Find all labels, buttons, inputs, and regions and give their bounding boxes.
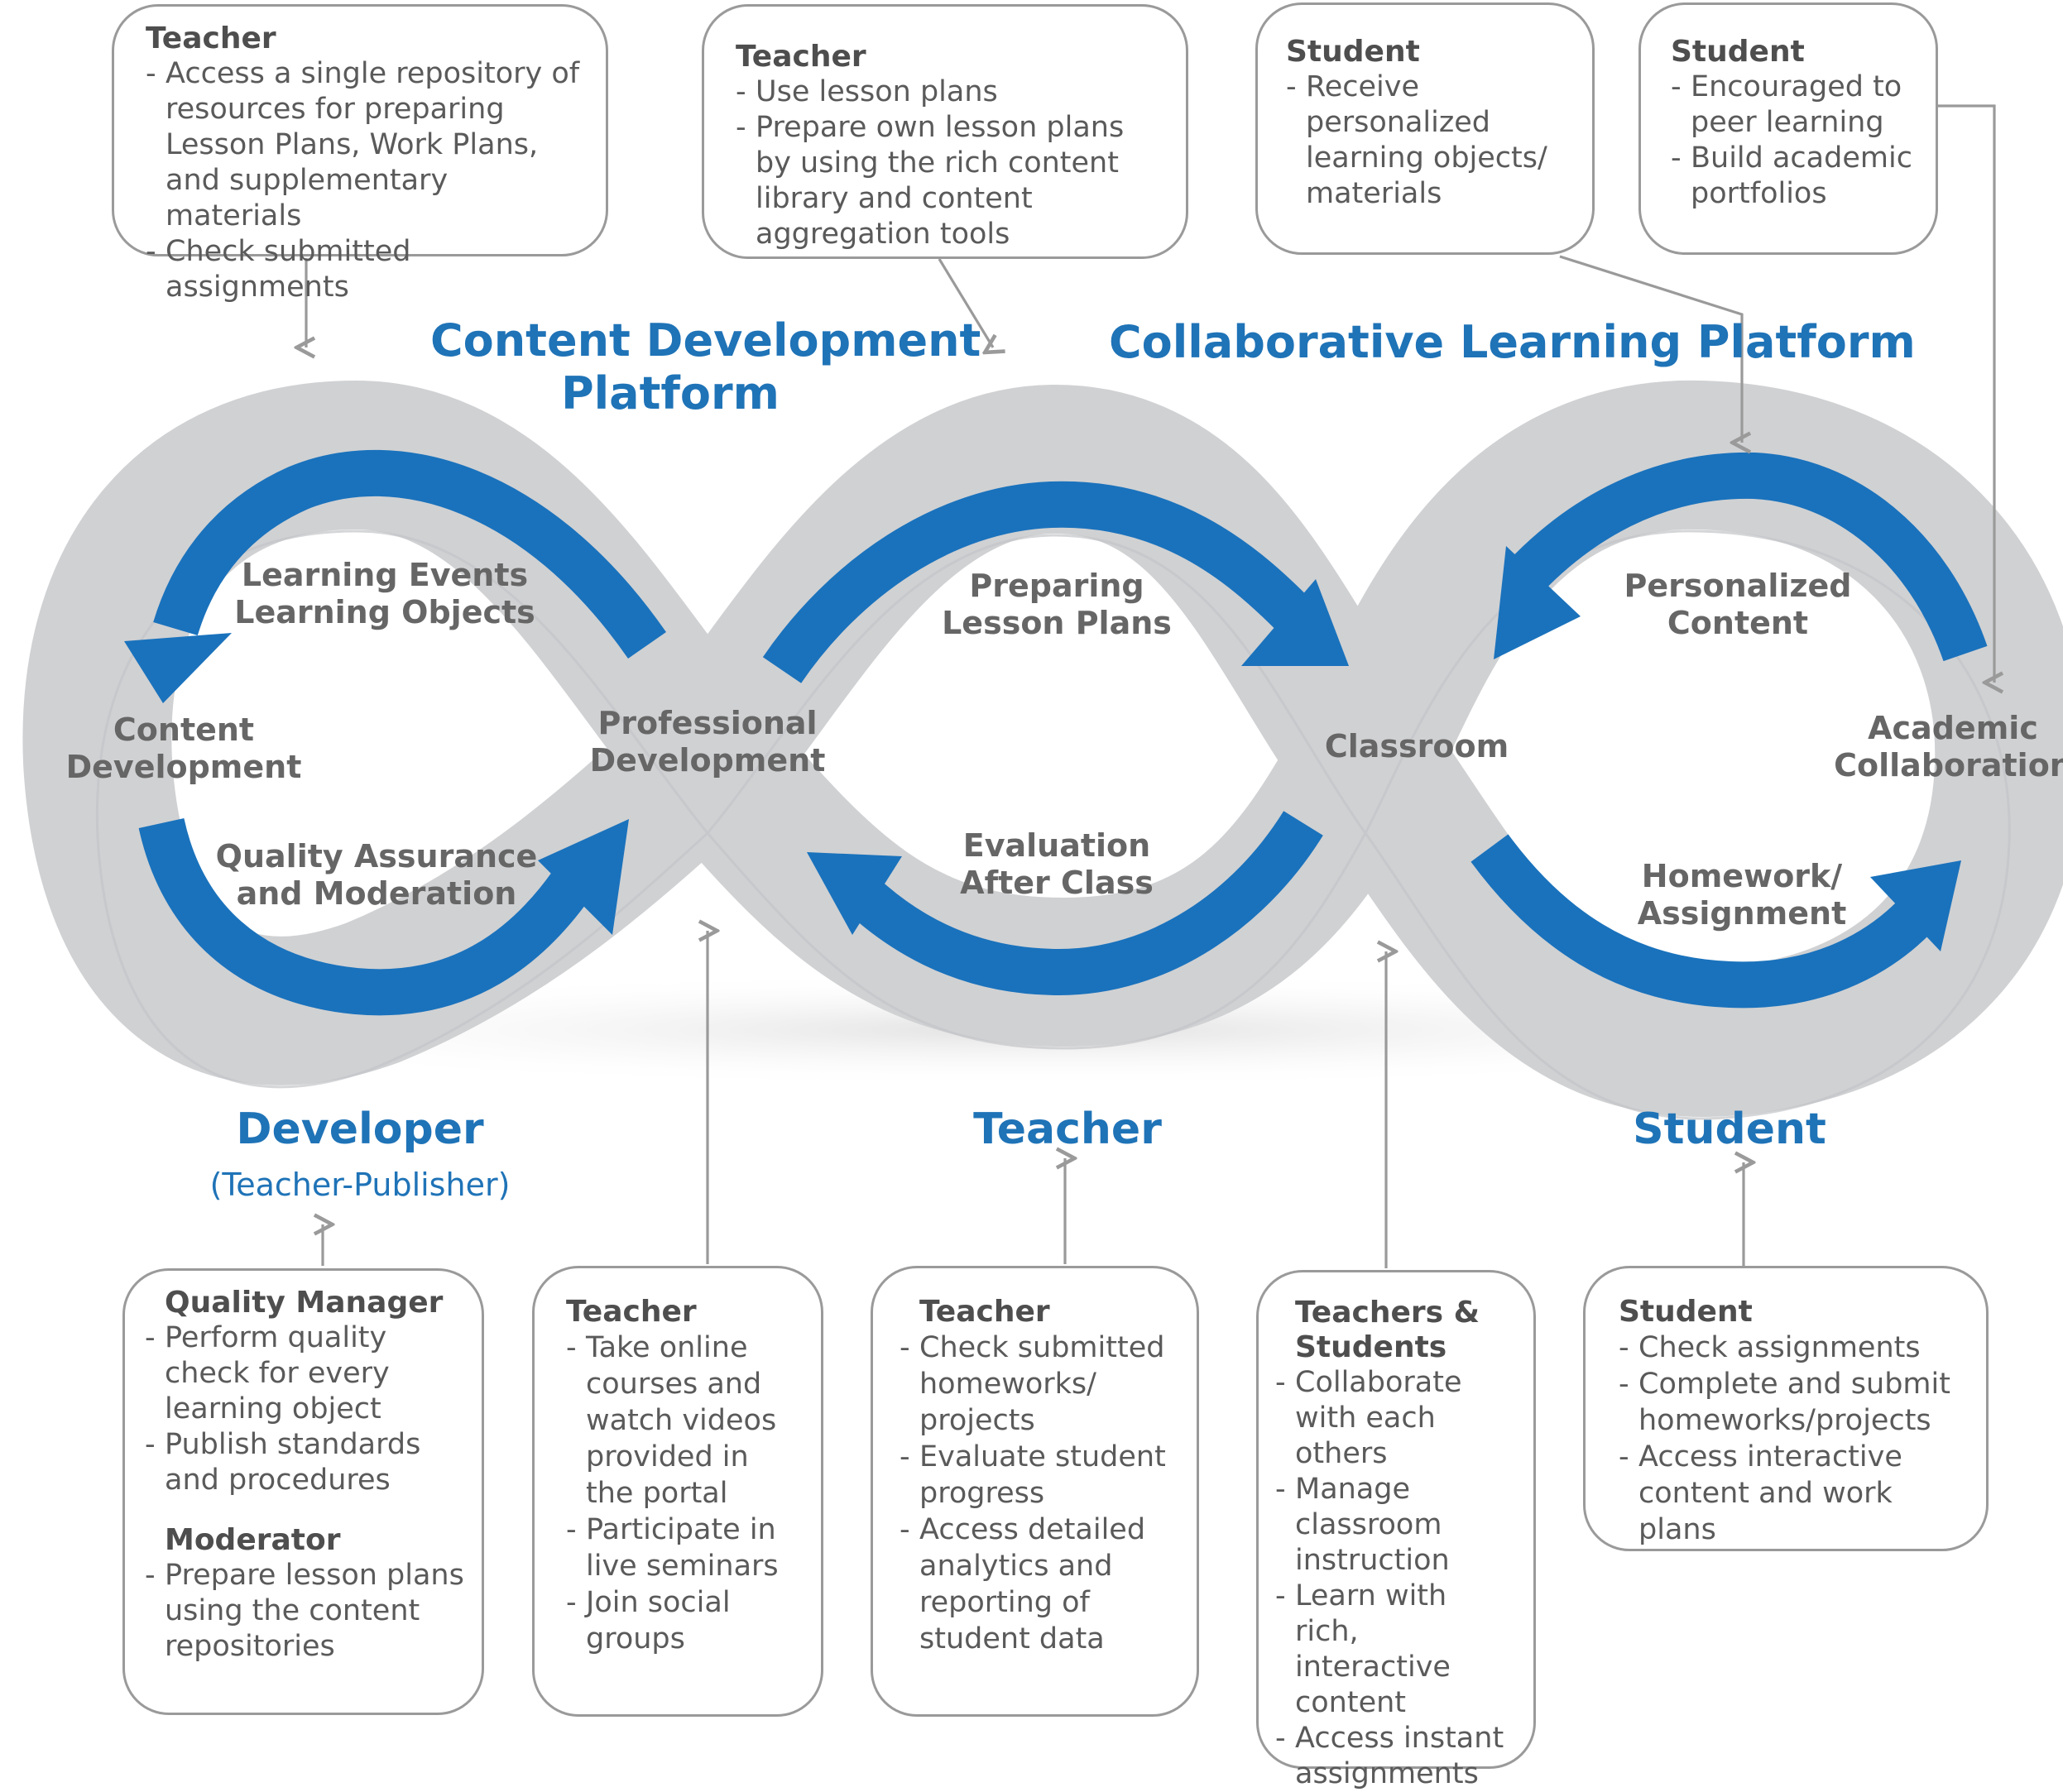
list-item: Prepare own lesson plans by using the ri… bbox=[736, 110, 1166, 252]
list-item: Access interactive content and work plan… bbox=[1619, 1439, 1969, 1548]
list-item: Manage classroom instruction bbox=[1275, 1472, 1518, 1579]
arrowhead-homework bbox=[1870, 860, 1961, 951]
connector-top-box-4 bbox=[1936, 104, 1994, 683]
list-item: Receive personalized learning objects/ m… bbox=[1286, 69, 1572, 212]
box-title: Teacher bbox=[736, 40, 866, 74]
list-item: Check submitted assignments bbox=[146, 234, 586, 305]
box-title: Quality Manager bbox=[165, 1286, 444, 1320]
student-role-heading: Student bbox=[1633, 1104, 1826, 1154]
box-title: Teacher bbox=[919, 1295, 1050, 1329]
list-item: Access a single repository of resources … bbox=[146, 56, 586, 234]
arrowhead-professional-development bbox=[538, 819, 629, 935]
list-item: Access detailed analytics and reporting … bbox=[900, 1512, 1180, 1657]
arrowhead-classroom bbox=[1241, 579, 1349, 666]
list-item: Perform quality check for every learning… bbox=[145, 1320, 465, 1427]
top-box-student-peer-learning: Student Encouraged to peer learning Buil… bbox=[1638, 2, 1938, 255]
list-item: Encouraged to peer learning bbox=[1671, 69, 1916, 141]
flow-arrow-preparing bbox=[762, 481, 1307, 683]
connector-top-box-3 bbox=[1559, 255, 1742, 443]
bottom-box-teachers-students: Teachers & Students Collaborate with eac… bbox=[1256, 1270, 1536, 1790]
developer-role-subheading: (Teacher-Publisher) bbox=[209, 1167, 511, 1203]
ribbon-band bbox=[22, 380, 2063, 1118]
list-item: Publish standards and procedures bbox=[145, 1427, 465, 1498]
list-item: Access instant assignments bbox=[1275, 1721, 1518, 1792]
list-item: Prepare lesson plans using the content r… bbox=[145, 1558, 465, 1665]
box-title: Student bbox=[1619, 1295, 1753, 1329]
list-item: Participate in live seminars bbox=[566, 1512, 804, 1584]
connector-top-box-2 bbox=[938, 258, 993, 347]
list-item: Learn with rich, interactive content bbox=[1275, 1579, 1518, 1721]
top-box-student-personalized: Student Receive personalized learning ob… bbox=[1255, 2, 1595, 255]
collab-platform-heading: Collaborative Learning Platform bbox=[1109, 316, 1916, 368]
flow-arrow-quality-assurance bbox=[138, 817, 590, 1016]
bottom-box-quality-manager-moderator: Quality Manager Perform quality check fo… bbox=[122, 1268, 484, 1715]
arrowhead-professional-development-2 bbox=[807, 852, 902, 935]
flow-arrow-personalized bbox=[1514, 452, 1988, 662]
list-item: Complete and submit homeworks/projects bbox=[1619, 1366, 1969, 1439]
teacher-role-heading: Teacher bbox=[973, 1104, 1162, 1154]
list-item: Evaluate student progress bbox=[900, 1439, 1180, 1512]
top-box-teacher-lesson-plans: Teacher Use lesson plans Prepare own les… bbox=[702, 4, 1188, 259]
box-title: Student bbox=[1671, 35, 1805, 69]
label-classroom: Classroom bbox=[1324, 728, 1509, 764]
list-item: Join social groups bbox=[566, 1584, 804, 1657]
arrowhead-personalized-content bbox=[1494, 546, 1581, 659]
flow-arrow-homework bbox=[1470, 834, 1946, 1009]
content-platform-heading: Content Development Platform bbox=[430, 314, 981, 419]
label-homework-assignment: Homework/Assignment bbox=[1637, 858, 1847, 932]
list-item: Check submitted homeworks/ projects bbox=[900, 1330, 1180, 1439]
list-item: Build academic portfolios bbox=[1671, 141, 1916, 212]
list-item: Take online courses and watch videos pro… bbox=[566, 1330, 804, 1512]
box-title: Teacher bbox=[566, 1295, 697, 1329]
box-title: Moderator bbox=[165, 1523, 341, 1557]
bottom-box-teacher-professional-development: Teacher Take online courses and watch vi… bbox=[532, 1266, 823, 1717]
flow-arrow-evaluation bbox=[836, 811, 1323, 996]
list-item: Collaborate with each others bbox=[1275, 1365, 1518, 1472]
top-box-teacher-repository: Teacher Access a single repository of re… bbox=[112, 4, 608, 304]
list-item: Check assignments bbox=[1619, 1330, 1969, 1366]
box-title: Student bbox=[1286, 35, 1420, 69]
arrowhead-content-development bbox=[124, 633, 232, 703]
box-title: Teachers & Students bbox=[1295, 1296, 1480, 1364]
flow-arrow-learning-events bbox=[153, 449, 666, 659]
bottom-box-student-assignments: Student Check assignments Complete and s… bbox=[1583, 1266, 1989, 1551]
list-item: Use lesson plans bbox=[736, 74, 1166, 110]
box-title: Teacher bbox=[146, 22, 276, 55]
developer-role-heading: Developer bbox=[236, 1104, 484, 1154]
bottom-box-teacher-evaluation: Teacher Check submitted homeworks/ proje… bbox=[871, 1266, 1199, 1717]
